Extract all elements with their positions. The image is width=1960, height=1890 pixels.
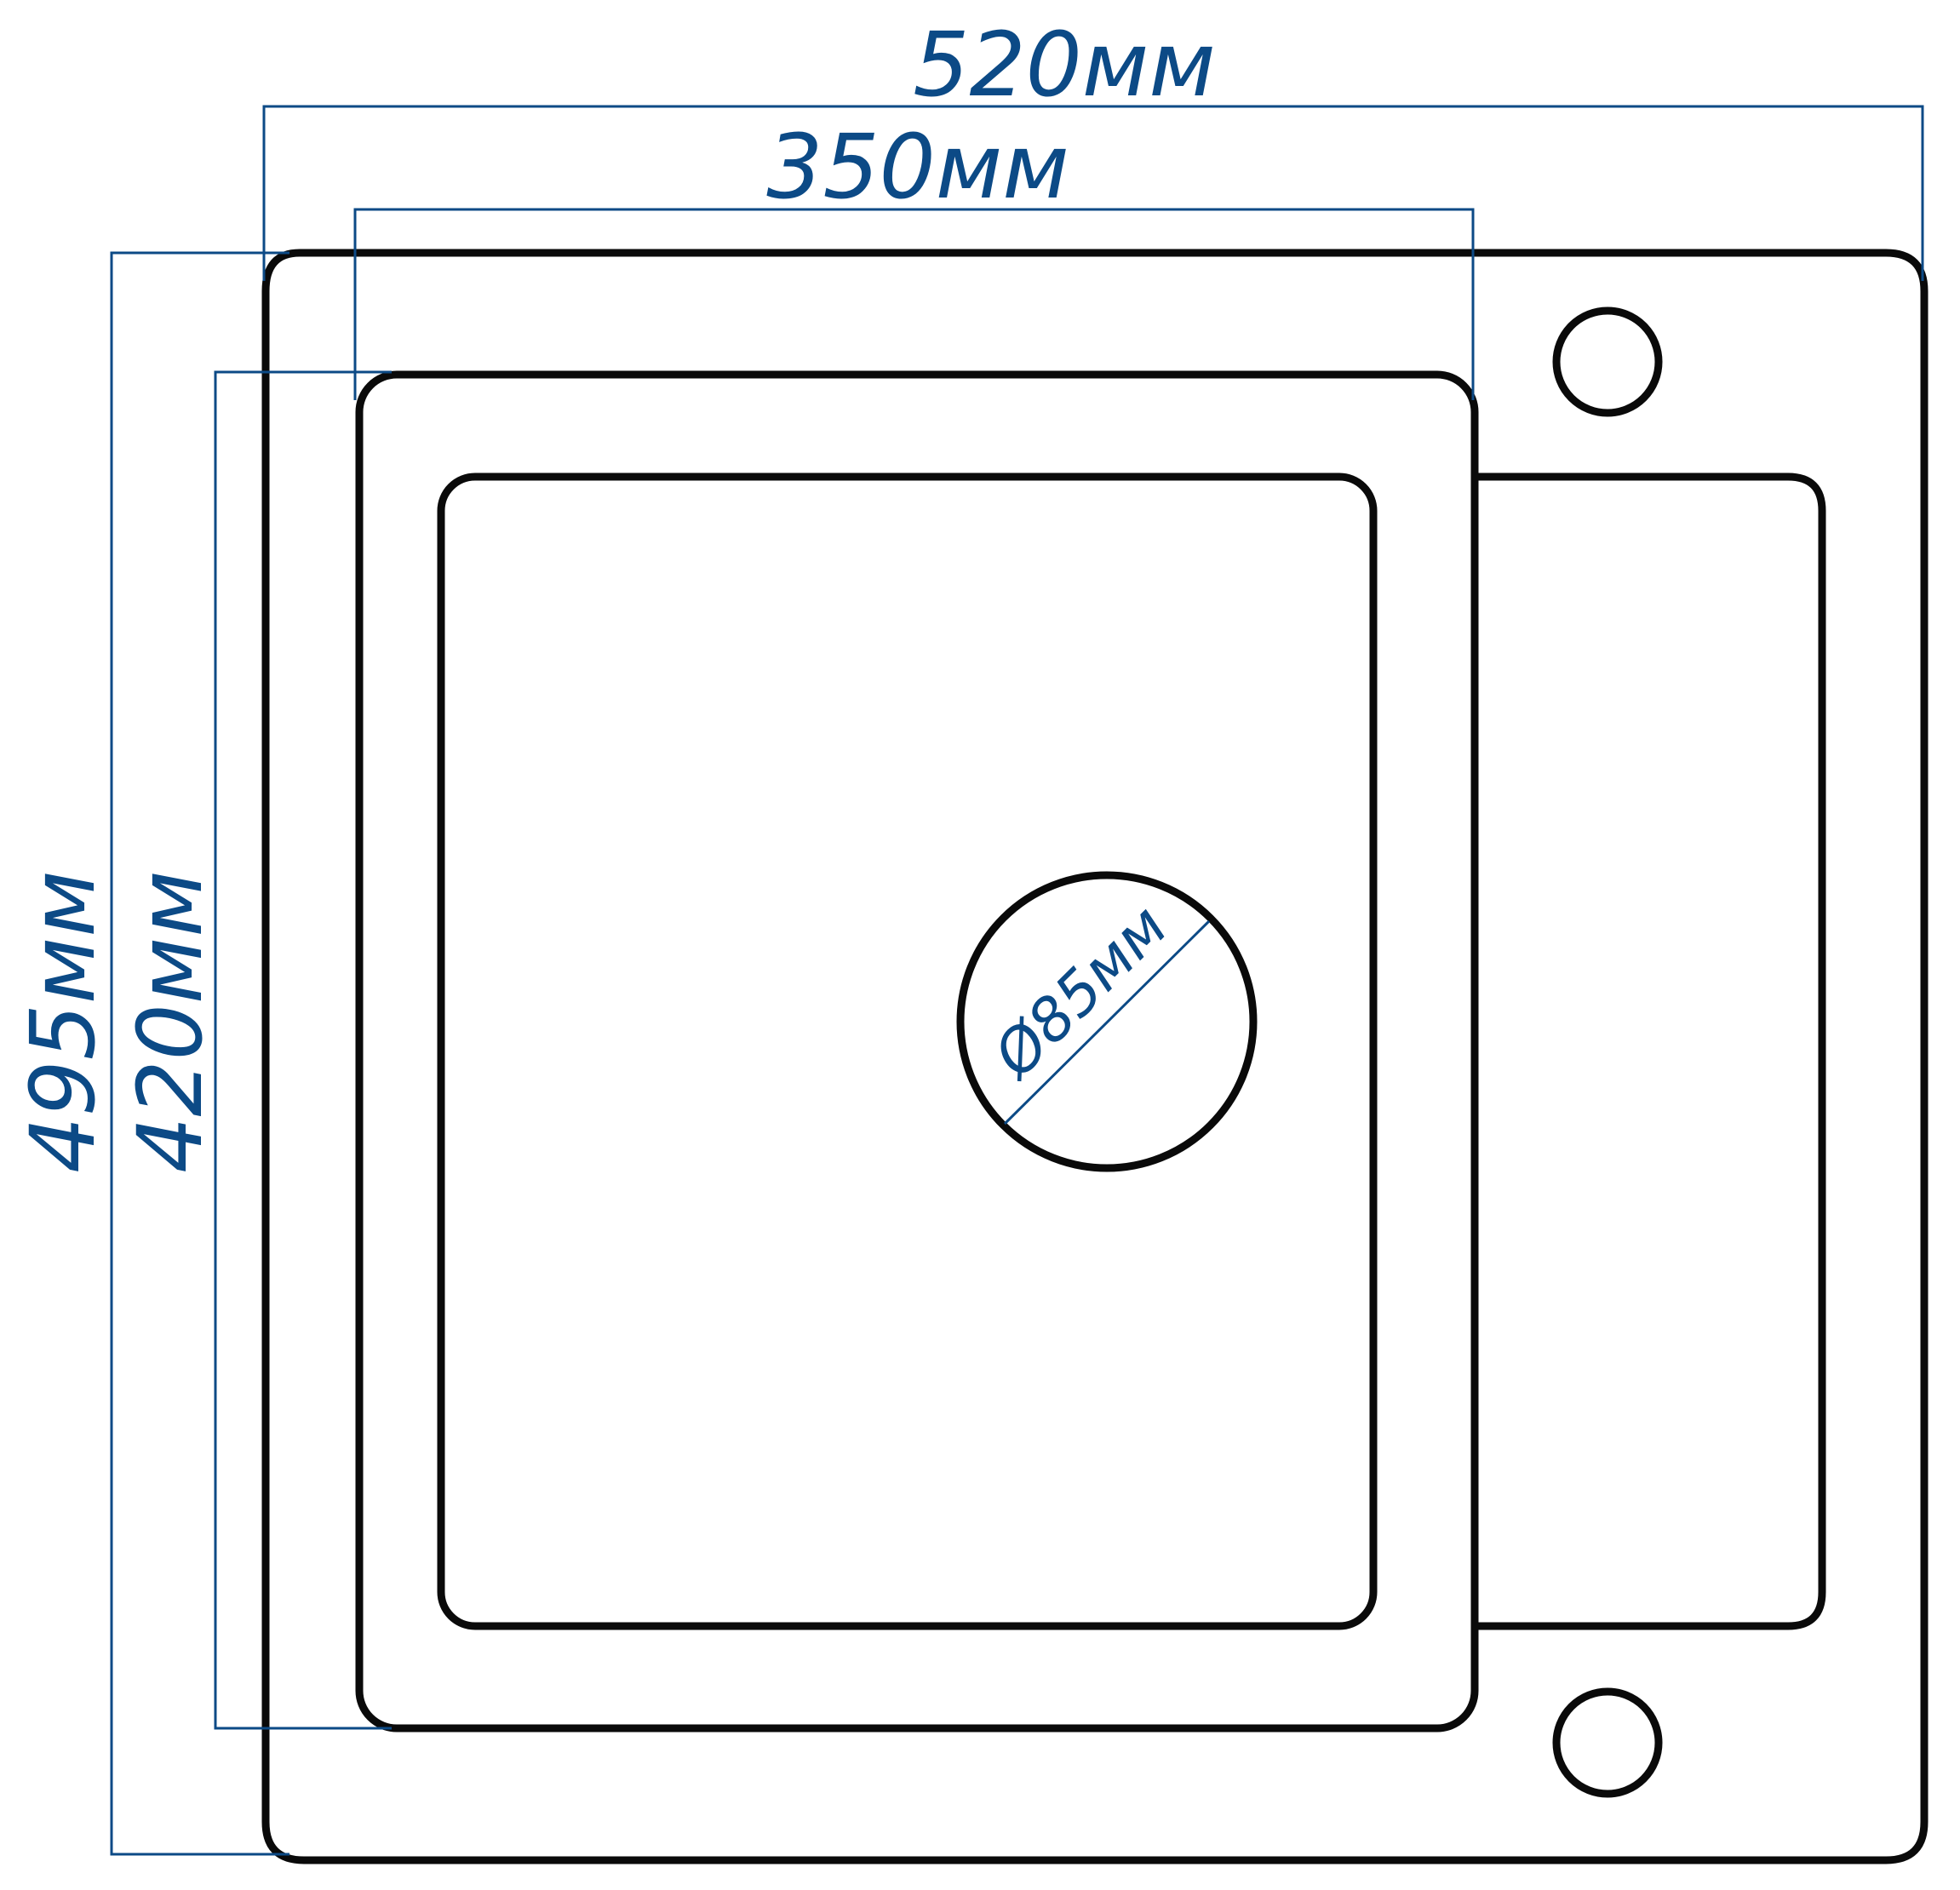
bowl-depth-dimension-line: [214, 370, 392, 1730]
drain-diameter-line: [1003, 919, 1211, 1125]
faucet-hole-top: [1552, 306, 1663, 417]
drain-diameter-label: Ø85мм: [978, 891, 1180, 1092]
drainboard-section: [1475, 472, 1826, 1630]
bowl-inner-basin: [437, 472, 1378, 1630]
overall-depth-label: 495мм: [11, 870, 115, 1172]
sink-outer-contour: [261, 249, 1928, 1864]
bowl-width-dimension-line: [353, 208, 1475, 400]
overall-width-dimension-line: [262, 105, 1924, 281]
drain-hole: [956, 871, 1258, 1172]
overall-depth-dimension-line: [110, 251, 289, 1856]
faucet-hole-bottom: [1552, 1687, 1663, 1798]
overall-width-label: 520мм: [913, 13, 1215, 117]
bowl-outer-rim: [355, 370, 1479, 1732]
bowl-depth-label: 420мм: [118, 870, 222, 1172]
bowl-width-label: 350мм: [766, 115, 1069, 219]
